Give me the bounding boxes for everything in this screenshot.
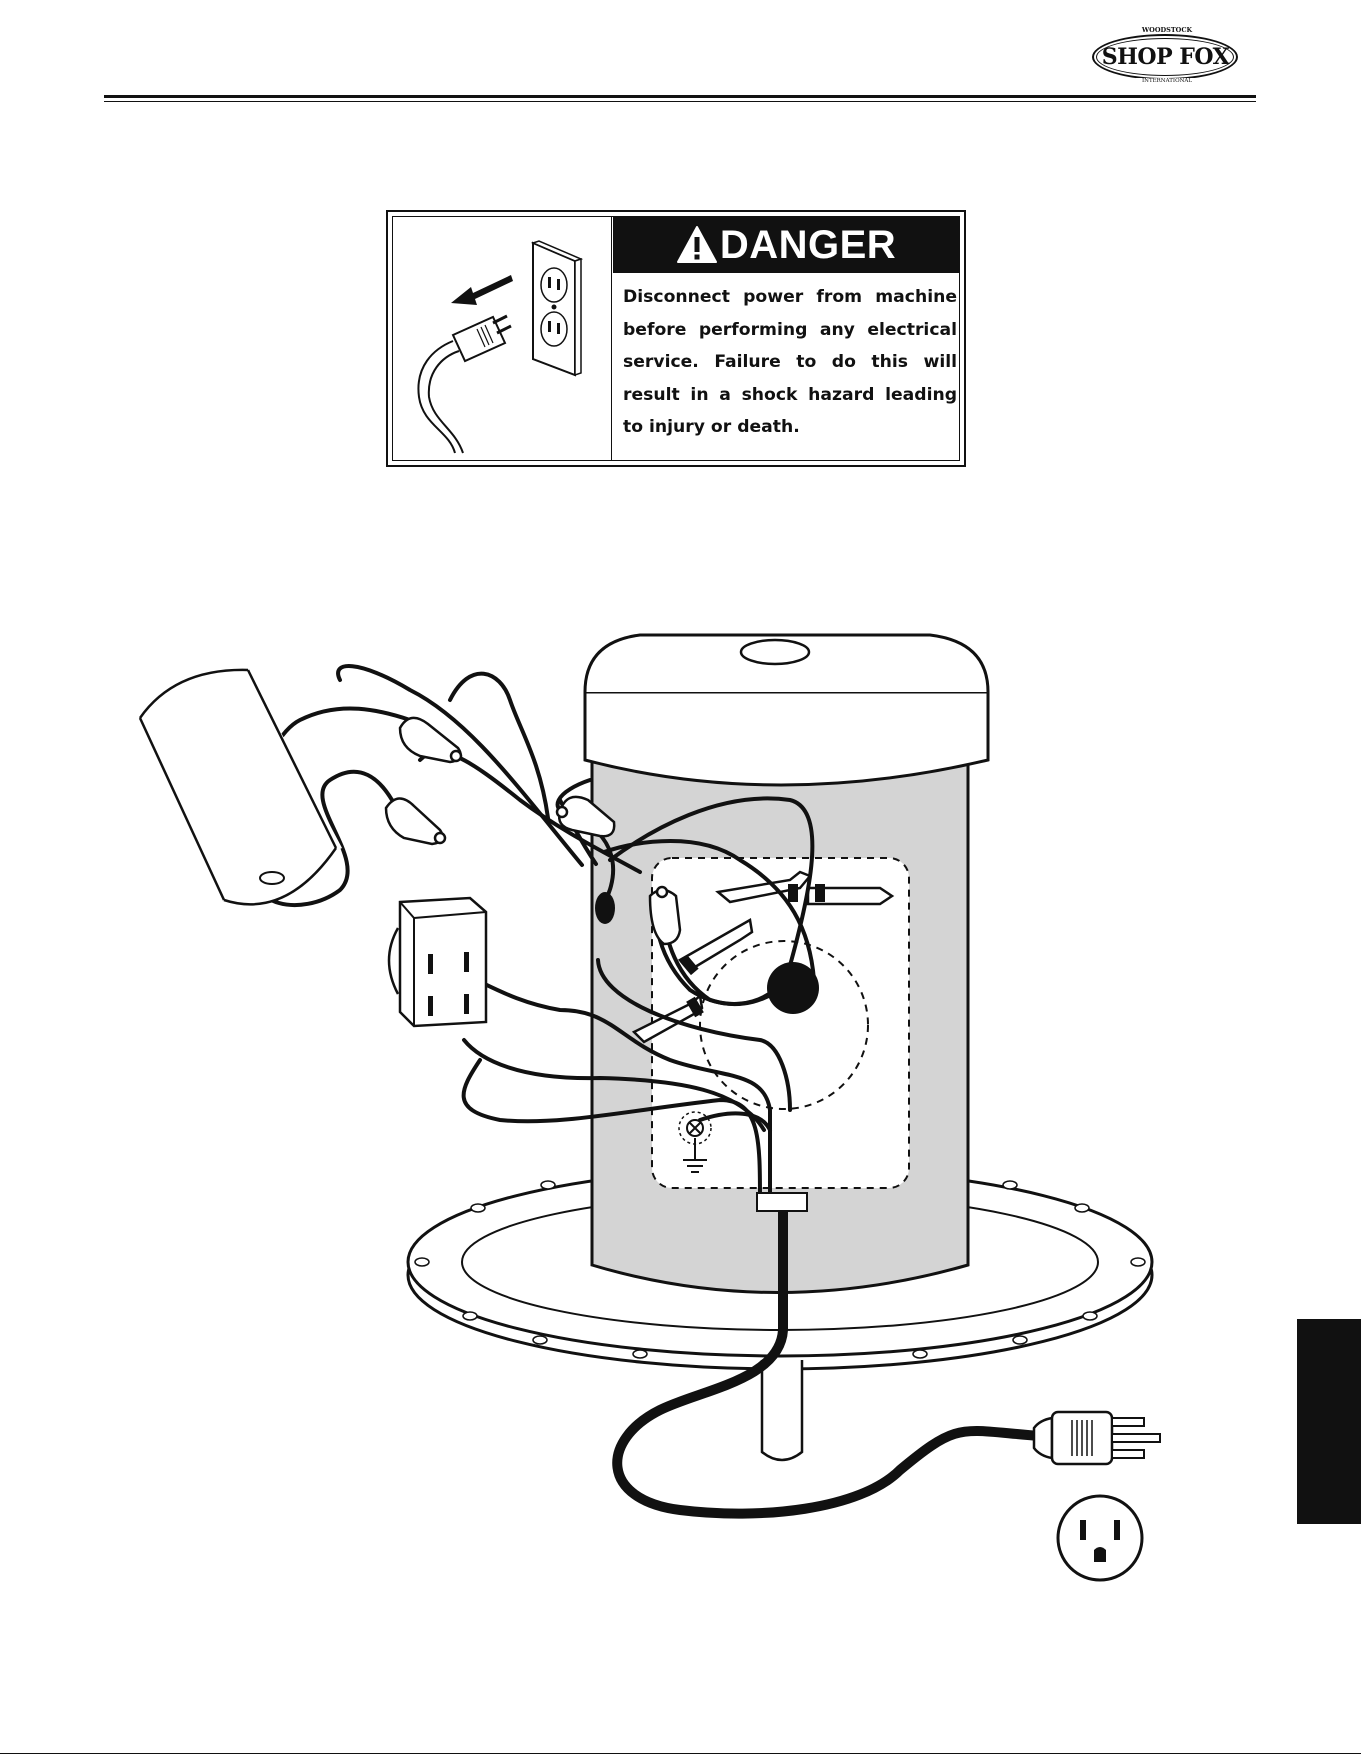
header-rule: [104, 95, 1256, 102]
motor-shaft: [762, 1360, 802, 1460]
capacitor: [140, 670, 342, 904]
warning-triangle-icon: [676, 225, 718, 265]
danger-header: DANGER: [613, 217, 959, 273]
motor-wiring-diagram: [0, 600, 1361, 1600]
danger-message: Disconnect power from machine before per…: [623, 281, 957, 444]
centrifugal-switch: [389, 898, 486, 1026]
unplug-arrow-icon: [451, 275, 513, 305]
danger-label-inner: DANGER Disconnect power from machine bef…: [392, 216, 960, 461]
shop-fox-logo: WOODSTOCK SHOP FOX INTERNATIONAL: [1088, 22, 1243, 90]
logo-bottom-tag: INTERNATIONAL: [1136, 78, 1198, 84]
motor-cap: [585, 635, 988, 785]
footer-rule: [0, 1753, 1361, 1754]
cable-clamp: [757, 1193, 807, 1211]
logo-brand: SHOP FOX: [1088, 44, 1243, 70]
junction-panel: [652, 858, 909, 1188]
three-prong-plug-icon: [1034, 1412, 1160, 1464]
section-tab: [1297, 1319, 1361, 1524]
wall-outlet-icon: [533, 241, 581, 375]
logo-top-tag: WOODSTOCK: [1140, 26, 1194, 34]
danger-title: DANGER: [720, 223, 896, 268]
unplugged-cord-icon: [418, 316, 511, 453]
unplug-illustration: [393, 217, 612, 460]
wall-receptacle-icon: [1058, 1496, 1142, 1580]
danger-label: DANGER Disconnect power from machine bef…: [386, 210, 966, 467]
